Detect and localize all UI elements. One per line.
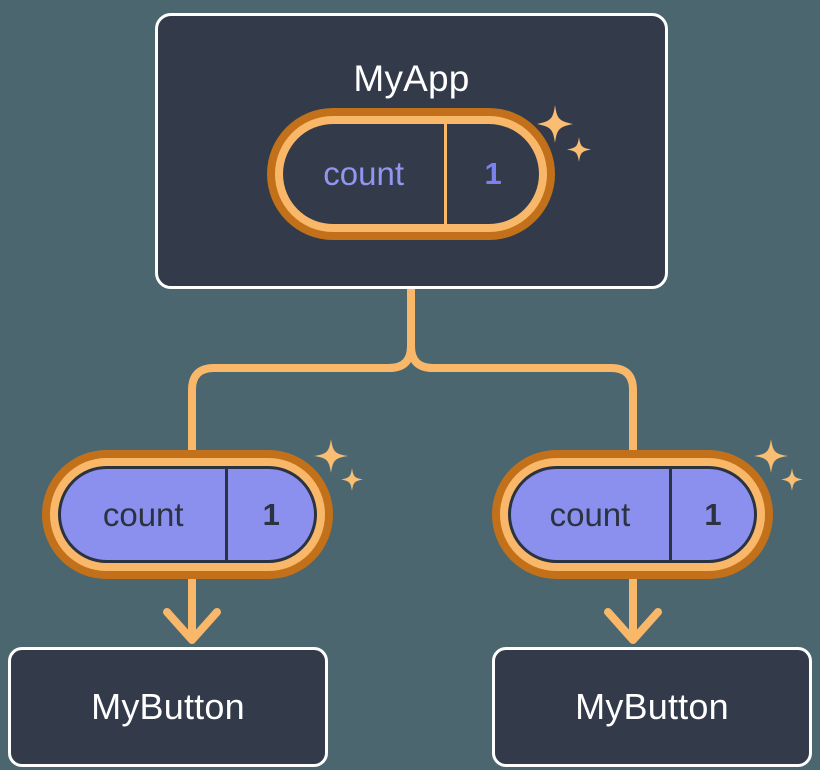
state-pill-myapp[interactable]: count 1 <box>267 108 555 240</box>
state-value-label: 1 <box>225 469 314 560</box>
state-pill-body: count 1 <box>58 466 317 563</box>
component-box-mybutton-left[interactable]: MyButton <box>8 647 328 767</box>
component-box-mybutton-right[interactable]: MyButton <box>492 647 812 767</box>
state-pill-branch-right[interactable]: count 1 <box>492 450 773 579</box>
state-pill-inner-ring: count 1 <box>50 458 325 571</box>
component-label-mybutton: MyButton <box>91 686 245 727</box>
arrow-head-right-icon <box>604 608 662 644</box>
state-key-label: count <box>102 495 184 533</box>
state-key-label: count <box>549 495 631 533</box>
arrow-head-left-icon <box>163 608 221 644</box>
state-value-label: 1 <box>444 124 539 224</box>
state-pill-branch-left[interactable]: count 1 <box>42 450 333 579</box>
state-value-label: 1 <box>668 469 754 560</box>
wire-branch-left <box>188 342 415 454</box>
state-pill-body: count 1 <box>283 124 539 224</box>
state-pill-body: count 1 <box>508 466 757 563</box>
state-pill-inner-ring: count 1 <box>275 116 547 232</box>
component-label-myapp: MyApp <box>353 58 470 99</box>
component-label-mybutton: MyButton <box>575 686 729 727</box>
state-pill-inner-ring: count 1 <box>500 458 765 571</box>
wire-branch-right <box>407 342 637 454</box>
state-key-label: count <box>323 155 404 192</box>
